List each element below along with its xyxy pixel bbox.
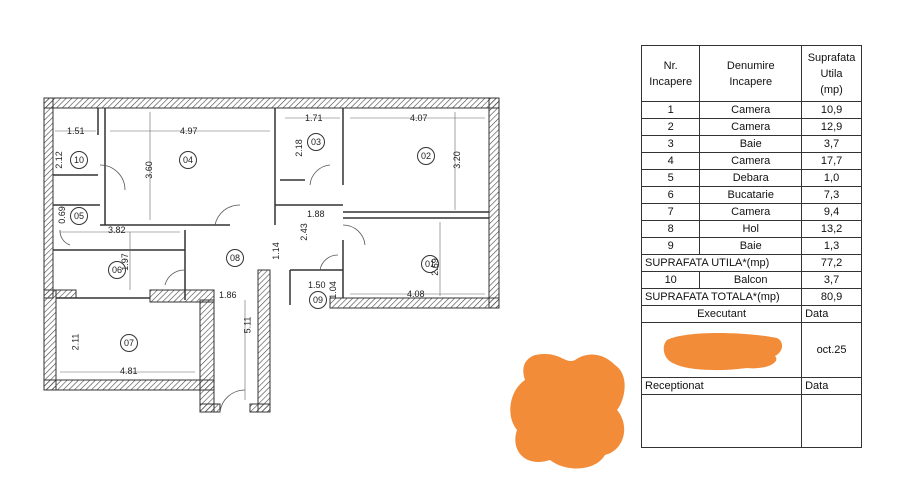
header-denumire: Denumire Incapere [699,45,803,102]
dim-label: 1.88 [307,209,325,219]
dim-label: 2.69 [429,258,440,276]
executant-row: oct.25 [640,322,862,378]
dim-label: 1.97 [119,253,130,271]
receptionat-header-row: Receptionat Data [640,377,862,395]
dim-label: 1.14 [270,242,281,260]
dim-label: 2.12 [53,151,64,169]
room-marker-05: 05 [70,207,88,225]
dim-label: 3.82 [108,225,126,235]
room-marker-06: 06 [108,261,126,279]
receptionat-row [640,394,862,448]
receptionat-date [801,394,862,448]
dim-label: 3.60 [143,161,154,179]
dim-label: 2.11 [70,333,81,351]
redaction-scribble [663,333,782,371]
dim-label: 4.07 [410,113,428,123]
dim-label: 1.50 [308,280,326,290]
dimension-lines [55,112,485,400]
interior-walls [53,108,489,305]
dim-label: 0.69 [56,206,67,224]
dim-label: 1.86 [219,290,237,300]
room-marker-07: 07 [120,334,138,352]
dim-label: 1.04 [327,281,338,299]
totala-label: SUPRAFATA TOTALA*(mp) [640,288,803,306]
room-marker-02: 02 [417,147,435,165]
dim-label: 4.97 [180,126,198,136]
receptionat-label: Receptionat [640,377,803,395]
floor-plan [43,97,500,413]
room-marker-04: 04 [179,151,197,169]
dim-label: 4.81 [120,366,138,376]
executant-date: oct.25 [801,322,862,378]
header-nr: Nr. Incapere [640,45,701,102]
totala-value: 80,9 [801,288,862,306]
dim-label: 2.43 [298,223,309,241]
totala-row: SUPRAFATA TOTALA*(mp) 80,9 [640,288,862,306]
header-suprafata: Suprafata Utila (mp) [801,45,862,102]
room-marker-01: 01 [421,255,439,273]
dim-label: 5.11 [242,316,253,334]
dim-label: 1.51 [67,126,85,136]
receptionat-signature [640,394,803,448]
data-label: Data [801,305,862,323]
room-marker-08: 08 [226,249,244,267]
executant-header-row: Executant Data [640,305,862,323]
dim-label: 2.18 [293,139,304,157]
redaction-blot [510,353,625,469]
utila-label: SUPRAFATA UTILA*(mp) [640,254,803,272]
room-marker-03: 03 [307,133,325,151]
room-marker-09: 09 [309,291,327,309]
executant-signature [640,322,803,378]
room-marker-10: 10 [70,151,88,169]
dim-label: 3.20 [451,151,462,169]
area-table: Nr. Incapere Denumire Incapere Suprafata… [640,45,862,448]
executant-label: Executant [640,305,803,323]
dim-label: 1.71 [305,113,323,123]
receptionat-data-label: Data [801,377,862,395]
exterior-walls [43,97,500,413]
utila-row: SUPRAFATA UTILA*(mp) 77,2 [640,254,862,272]
dim-label: 4.08 [407,289,425,299]
door-swings [59,164,366,413]
utila-value: 77,2 [801,254,862,272]
